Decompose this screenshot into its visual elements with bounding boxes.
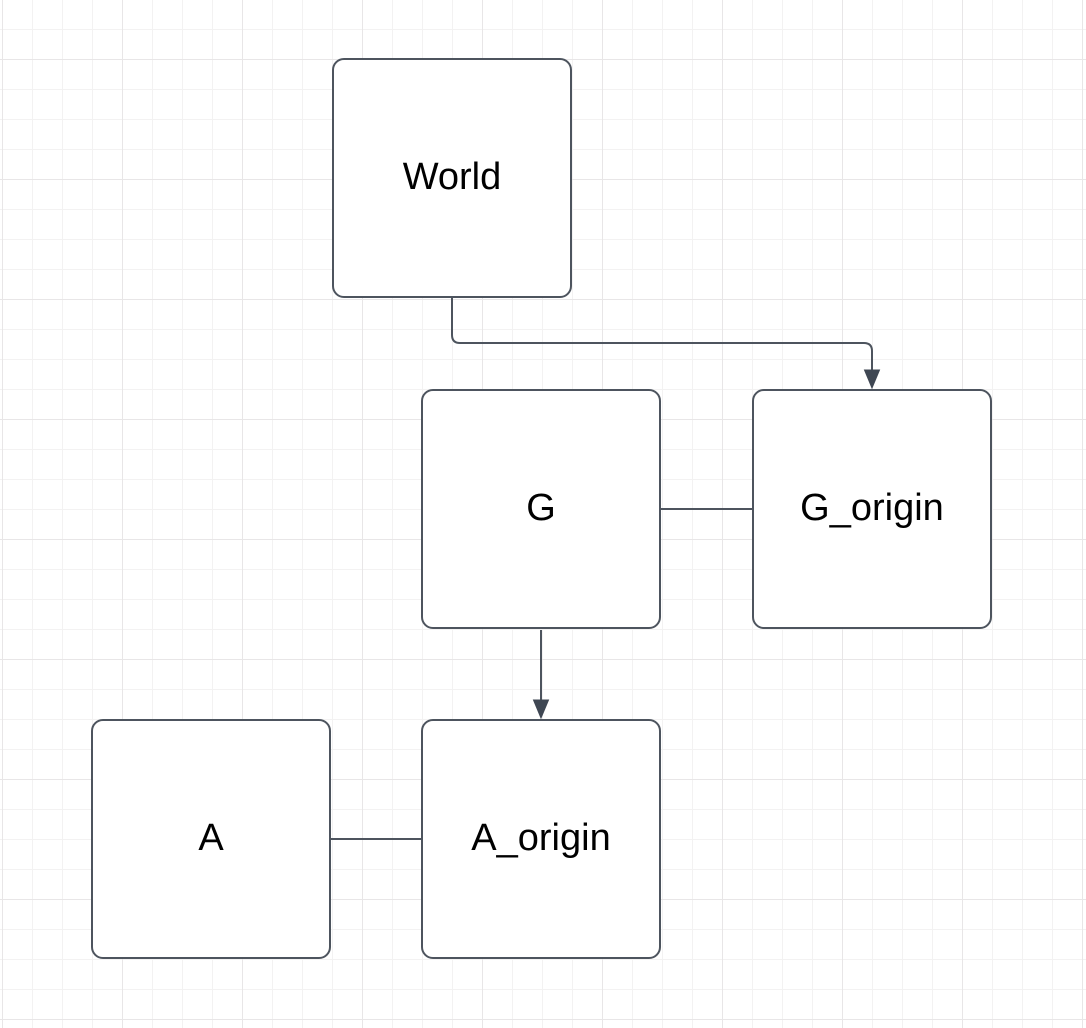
node-g-origin[interactable]: G_origin [752,389,992,629]
edge-g-to-a-origin[interactable] [532,630,550,720]
node-g-origin-label: G_origin [800,487,944,530]
node-a[interactable]: A [91,719,331,959]
node-g-label: G [526,487,556,530]
arrowhead-down-icon [863,369,881,390]
node-g[interactable]: G [421,389,661,629]
node-world-label: World [402,156,502,199]
node-a-origin-label: A_origin [471,817,611,860]
node-a-label: A [198,817,224,860]
node-a-origin[interactable]: A_origin [421,719,661,959]
node-world[interactable]: World [332,58,572,298]
edge-world-to-g-origin[interactable] [451,298,881,390]
arrowhead-down-icon [532,699,550,720]
